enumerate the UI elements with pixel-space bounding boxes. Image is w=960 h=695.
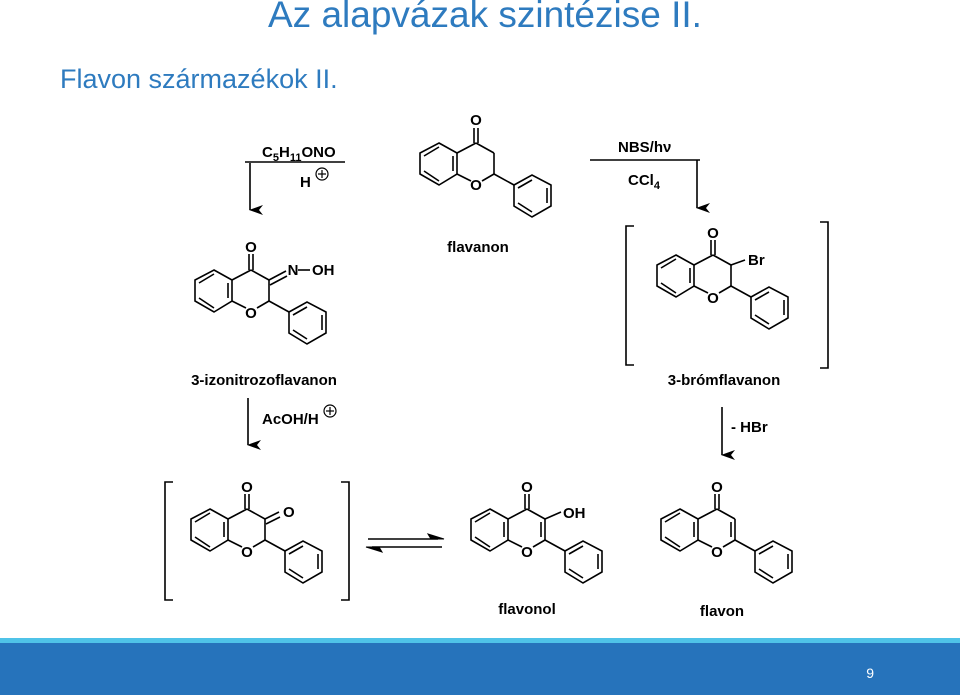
diketone-structure <box>164 481 350 601</box>
reagent-nitrite: C5H11ONO <box>262 144 336 164</box>
atom-label: OH <box>563 505 586 522</box>
reagent-acid: H <box>300 174 311 191</box>
atom-label: O <box>241 479 253 496</box>
bromflavanon-label: 3-brómflavanon <box>668 372 781 389</box>
atom-label: O <box>283 504 295 521</box>
atom-label: Br <box>748 252 765 269</box>
atom-label: O <box>711 544 723 561</box>
footer-bar: 9 <box>0 643 960 695</box>
page-number: 9 <box>866 665 874 681</box>
flavonol-structure <box>470 494 603 584</box>
reagent-acetic-acid: AcOH/H <box>262 411 319 428</box>
plus-charge-icon <box>315 167 329 181</box>
atom-label: O <box>707 225 719 242</box>
flavonol-label: flavonol <box>498 601 556 618</box>
equilibrium-arrows <box>365 533 445 553</box>
atom-label: O <box>521 479 533 496</box>
flavon-label: flavon <box>700 603 744 620</box>
plus-charge-icon <box>323 404 337 418</box>
atom-label: O <box>241 544 253 561</box>
reagent-solvent: CCl4 <box>628 172 661 192</box>
atom-label: O <box>711 479 723 496</box>
atom-label: N <box>288 262 299 279</box>
atom-label: OH <box>312 262 335 279</box>
slide-title: Az alapvázak szintézise II. <box>268 0 702 35</box>
atom-label: O <box>245 239 257 256</box>
slide-subtitle: Flavon származékok II. <box>60 64 338 94</box>
atom-label: O <box>245 305 257 322</box>
reagent-nbs: NBS/hν <box>618 139 671 156</box>
atom-label: O <box>707 290 719 307</box>
bromflavanon-structure <box>625 221 829 369</box>
flavon-structure <box>660 494 793 584</box>
footer-accent-line <box>0 638 960 643</box>
izonitrozoflavanon-structure <box>194 254 327 345</box>
atom-label: O <box>521 544 533 561</box>
flavanon-label: flavanon <box>447 239 509 256</box>
reagent-hbr: - HBr <box>731 419 768 436</box>
izonitrozoflavanon-label: 3-izonitrozoflavanon <box>191 372 337 389</box>
flavanon-structure <box>419 128 552 218</box>
atom-label: O <box>470 112 482 129</box>
atom-label: O <box>470 177 482 194</box>
reaction-scheme: O O flavanon C5H11ONO H NBS/hν CCl4 <box>164 112 829 620</box>
